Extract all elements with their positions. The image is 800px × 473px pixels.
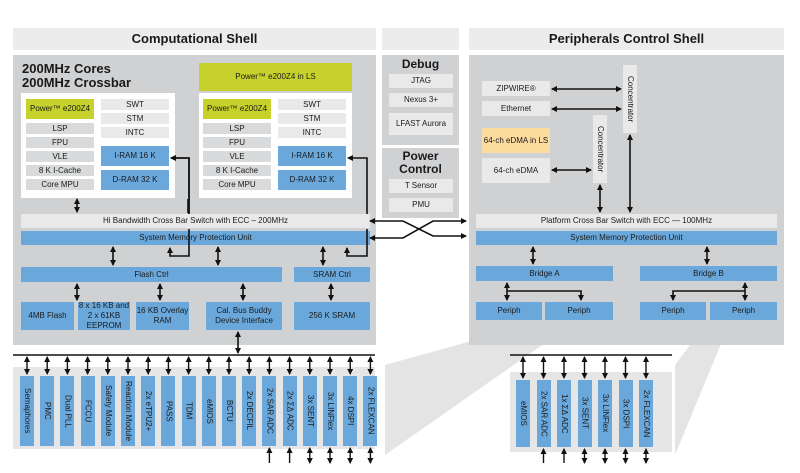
core1-stm: STM [101, 113, 169, 124]
peripheral-block: FCCU [80, 376, 95, 446]
concentrator-inner: Concentrator [593, 115, 607, 183]
periph-a2: Periph [545, 302, 613, 320]
peripheral-block: 2x FLEXCAN [639, 380, 653, 447]
core1-e200z4: Power™ e200Z4 [26, 99, 94, 119]
peripheral-block: Semaphores [20, 376, 34, 446]
cores-title: 200MHz Cores 200MHz Crossbar [22, 62, 131, 90]
peripheral-block: 2x DECFIL [242, 376, 257, 446]
cores-title-line1: 200MHz Cores [22, 61, 111, 76]
peripheral-block: 2x SAR ADC [262, 376, 277, 446]
bridge-b: Bridge B [640, 266, 777, 281]
core1-fpu: FPU [26, 137, 94, 148]
concentrator-outer: Concentrator [623, 65, 637, 133]
power-pmu: PMU [389, 198, 453, 212]
peripheral-block: Safety Module [100, 376, 115, 446]
overlay-ram: 16 KB Overlay RAM [136, 302, 189, 330]
peripheral-block: 3x LINFlex [598, 380, 612, 447]
core1-intc: INTC [101, 127, 169, 138]
peripheral-block: BCTU [222, 376, 236, 446]
core2-mpu: Core MPU [203, 179, 271, 190]
periph-b1: Periph [640, 302, 706, 320]
core2-lsp: LSP [203, 123, 271, 134]
zipwire: ZIPWIRE® [482, 81, 550, 96]
core2-vle: VLE [203, 151, 271, 162]
core2-fpu: FPU [203, 137, 271, 148]
bridge-a: Bridge A [476, 266, 613, 281]
peripheral-block: 3x SENT [302, 376, 317, 446]
peripheral-block: 4x DSPI [343, 376, 358, 446]
debug-jtag: JTAG [389, 74, 453, 88]
core2-e200z4: Power™ e200Z4 [203, 99, 271, 119]
peripheral-block: TDM [181, 376, 196, 446]
core2-swt: SWT [278, 99, 346, 110]
platform-crossbar: Platform Cross Bar Switch with ECC — 100… [476, 214, 777, 228]
core1-swt: SWT [101, 99, 169, 110]
eeprom: 8 x 16 KB and 2 x 61KB EEPROM [78, 301, 130, 330]
peripheral-block: 2x eTPU2+ [141, 376, 156, 446]
ethernet: Ethernet [482, 101, 550, 116]
core1-lsp: LSP [26, 123, 94, 134]
debug-title: Debug [401, 57, 440, 71]
core2-iram: I-RAM 16 K [278, 146, 346, 166]
peripherals-shell-header: Peripherals Control Shell [469, 28, 784, 50]
core2-dram: D-RAM 32 K [278, 170, 346, 190]
core1-icache: 8 K I-Cache [26, 165, 94, 176]
peripheral-block: Reaction Module [121, 376, 135, 446]
peripheral-block: eMIOS [516, 380, 530, 447]
sram-256k: 256 K SRAM [294, 302, 370, 330]
core2-intc: INTC [278, 127, 346, 138]
core1-vle: VLE [26, 151, 94, 162]
peripheral-block: Dual PLL [60, 376, 75, 446]
edma: 64-ch eDMA [482, 158, 550, 183]
peripheral-block: 3x DSPI [618, 380, 633, 447]
peripheral-block: 2x SAR ADC [536, 380, 551, 447]
flash-4mb: 4MB Flash [21, 302, 74, 330]
computational-shell-header: Computational Shell [13, 28, 376, 50]
core2-icache: 8 K I-Cache [203, 165, 271, 176]
pcs-smpu: System Memory Protection Unit [476, 231, 777, 245]
core1-dram: D-RAM 32 K [101, 170, 169, 190]
core1-mpu: Core MPU [26, 179, 94, 190]
peripheral-block: PASS [161, 376, 176, 446]
periph-b2: Periph [710, 302, 777, 320]
peripheral-block: 3x SENT [577, 380, 592, 447]
peripheral-block: 3x LINFlex [323, 376, 337, 446]
peripheral-block: eMIOS [201, 376, 216, 446]
power-tsensor: T Sensor [389, 179, 453, 193]
core1-iram: I-RAM 16 K [101, 146, 169, 166]
debug-header-spacer [382, 28, 459, 50]
peripheral-block: PMC [40, 376, 55, 446]
core2-stm: STM [278, 113, 346, 124]
debug-nexus: Nexus 3+ [389, 93, 453, 107]
edma-ls: 64-ch eDMA in LS [482, 128, 550, 153]
hi-bandwidth-crossbar: Hi Bandwidth Cross Bar Switch with ECC –… [21, 214, 370, 228]
peripheral-block: 2x ΣΔ ADC [282, 376, 297, 446]
debug-lfast: LFAST Aurora [389, 113, 453, 135]
flash-ctrl: Flash Ctrl [21, 267, 282, 282]
peripheral-block: 1x ΣΔ ADC [557, 380, 571, 447]
cal-bus-interface: Cal. Bus Buddy Device Interface [206, 302, 282, 330]
power-title: Power Control [399, 149, 442, 176]
lockstep-core: Power™ e200Z4 in LS [199, 63, 352, 91]
cs-smpu: System Memory Protection Unit [21, 231, 370, 245]
sram-ctrl: SRAM Ctrl [294, 267, 370, 282]
periph-a1: Periph [476, 302, 542, 320]
peripheral-block: 2x FLEXCAN [363, 376, 378, 446]
cores-title-line2: 200MHz Crossbar [22, 75, 132, 90]
